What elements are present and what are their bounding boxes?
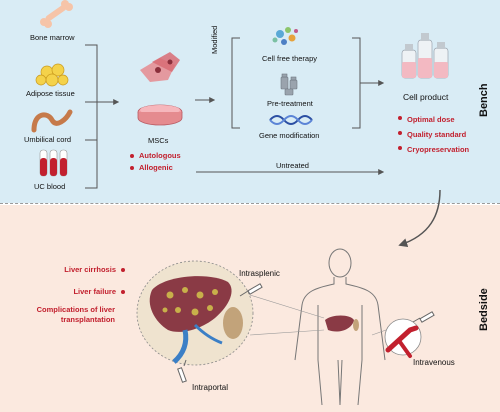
requirement-cryopreservation: Cryopreservation — [398, 142, 469, 157]
requirement-quality-standard: Quality standard — [398, 127, 469, 142]
disease-liver-failure-text: Liver failure — [73, 287, 116, 296]
small-spleen-icon — [353, 319, 359, 331]
option-cell-free-therapy: Cell free therapy — [262, 54, 318, 63]
umbilical-cord-icon — [31, 109, 73, 133]
msc-type-allogenic: Allogenic — [130, 162, 181, 174]
disease-liver-failure: Liver failure — [20, 287, 125, 297]
syringe-intraportal-icon — [177, 359, 187, 383]
source-uc-blood: UC blood — [34, 182, 66, 191]
bone-icon — [40, 0, 73, 28]
pretreatment-icon — [280, 73, 298, 96]
blood-tubes-icon — [39, 149, 68, 177]
source-umbilical-cord: Umbilical cord — [24, 135, 72, 144]
product-requirements: Optimal dose Quality standard Cryopreser… — [398, 112, 469, 157]
disease-liver-cirrhosis-text: Liver cirrhosis — [64, 265, 116, 274]
modified-bracket — [195, 37, 385, 175]
sources-bracket — [85, 44, 120, 189]
section-divider — [0, 203, 500, 204]
bench-section-label: Bench — [478, 83, 490, 117]
vein-zoom-icon — [384, 318, 422, 358]
small-liver-icon — [325, 315, 354, 332]
untreated-label: Untreated — [276, 161, 309, 170]
requirement-optimal-dose: Optimal dose — [398, 112, 469, 127]
syringe-intravenous-icon — [412, 311, 435, 323]
source-bone-marrow: Bone marrow — [30, 33, 75, 42]
bench-to-bedside-arrow — [398, 189, 441, 247]
route-intraportal: Intraportal — [192, 383, 229, 392]
disease-liver-cirrhosis: Liver cirrhosis — [20, 265, 125, 275]
disease-transplant-complications: Complications of liver transplantation — [36, 305, 115, 324]
bedside-section-label: Bedside — [478, 288, 490, 332]
msc-type-autologous: Autologous — [130, 150, 181, 162]
route-intravenous: Intravenous — [413, 358, 455, 367]
option-gene-modification: Gene modification — [259, 131, 320, 140]
cell-free-icon — [272, 27, 298, 45]
adipose-icon — [35, 63, 69, 87]
modified-label: Modified — [210, 25, 219, 54]
syringe-intrasplenic-icon — [239, 283, 263, 297]
dna-icon — [269, 115, 313, 125]
msc-cells-icon — [137, 52, 183, 126]
source-adipose-tissue: Adipose tissue — [26, 89, 75, 98]
msc-types: Autologous Allogenic — [130, 150, 181, 174]
option-pre-treatment: Pre-treatment — [267, 99, 313, 108]
mscs-label: MSCs — [148, 136, 169, 145]
cell-product-label: Cell product — [403, 92, 449, 102]
bench-panel — [0, 0, 500, 203]
human-body-icon — [294, 248, 386, 406]
route-intrasplenic: Intrasplenic — [239, 269, 280, 278]
liver-zoom-icon — [136, 260, 254, 366]
cell-product-bottles-icon — [401, 33, 449, 79]
zoom-connectors — [249, 294, 387, 336]
